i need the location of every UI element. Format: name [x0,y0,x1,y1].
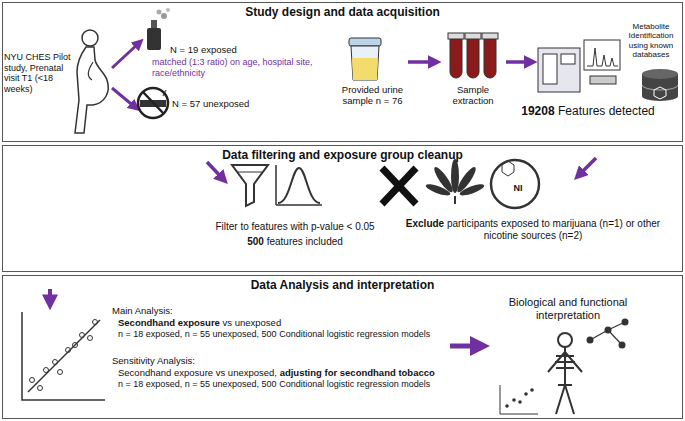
label-text: n = 18 exposed, n = 55 unexposed, 500 Co… [118,379,430,389]
text-line: Biological and functional interpretation [488,296,648,322]
label-text: vs unexposed [223,317,282,328]
text-line: 19208 Features detected [500,104,676,118]
text-line: Main Analysis: [112,305,442,316]
label-text: 19208 [521,104,554,118]
text-line: Sample extraction [438,84,508,106]
label-text: features included [267,236,343,247]
section-title: Data filtering and exposure group cleanu… [3,148,682,162]
label-text: adjusting for secondhand tobacco [280,367,435,378]
label-text: N = 57 unexposed [172,98,249,109]
section-band: Study design and data acquisition [2,2,683,142]
text-line: NYU CHES Pilot study, Prenatal visit T1 … [4,52,76,94]
label-text: Main Analysis: [112,305,173,316]
label-text: Filter to features with p-value < 0.05 [215,221,374,232]
label-text: Exclude [406,218,444,229]
label-text: Sample extraction [452,84,493,106]
section-title: Study design and data acquisition [3,5,682,19]
text-line: matched (1:3 ratio) on age, hospital sit… [152,57,340,78]
label-text: Provided urine sample n = 76 [342,84,403,106]
label-text: Biological and functional interpretation [509,296,628,321]
label-text: n = 18 exposed, n = 55 unexposed, 500 Co… [118,329,430,339]
label-text: Metabolite Identification using known da… [629,22,674,59]
label-text: matched (1:3 ratio) on age, hospital sit… [152,57,313,78]
text-line: Metabolite Identification using known da… [621,22,681,60]
text-line: Secondhand exposure vs unexposed,adjusti… [118,367,444,378]
text-line: 500features included [175,236,415,248]
text-line: n = 18 exposed, n = 55 unexposed, 500 Co… [118,379,444,390]
text-line: N = 19 exposed [170,44,280,55]
text-line: Provided urine sample n = 76 [330,84,415,106]
section-band: Data filtering and exposure group cleanu… [2,145,683,272]
text-line: Filter to features with p-value < 0.05 [175,221,415,233]
label-text: Sensitivity Analysis: [112,355,195,366]
section-title: Data Analysis and interpretation [3,278,682,292]
text-line: Sensitivity Analysis: [112,355,442,366]
label-text: participants exposed to marijuana (n=1) … [447,218,660,241]
text-line: Secondhand exposurevs unexposed [118,317,438,328]
text-line: n = 18 exposed, n = 55 unexposed, 500 Co… [118,329,444,340]
label-text: NI [514,183,523,193]
text-line: Excludeparticipants exposed to marijuana… [392,218,674,242]
label-text: NYU CHES Pilot study, Prenatal visit T1 … [4,52,71,94]
text-line: NI [507,183,529,194]
label-text: Secondhand exposure [118,317,220,328]
label-text: N = 19 exposed [170,44,237,55]
label-text: 500 [247,236,264,247]
label-text: Features detected [558,104,655,118]
label-text: Secondhand exposure vs unexposed, [118,367,277,378]
text-line: N = 57 unexposed [172,98,282,109]
